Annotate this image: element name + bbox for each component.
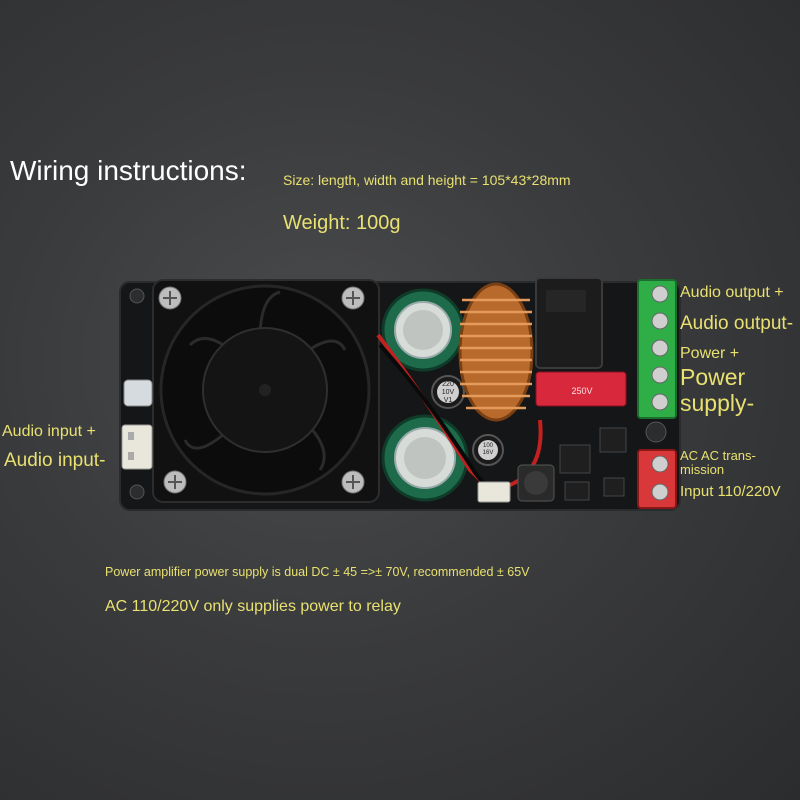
ac-transmission-label: AC AC trans- mission	[680, 449, 756, 477]
capacitor-print-text: V1	[444, 397, 453, 404]
toroid-inductor	[458, 282, 534, 422]
fan-wire-red	[509, 419, 543, 487]
power-supply-line1: Power	[680, 364, 746, 390]
power-plus-label: Power +	[680, 345, 740, 362]
input-capacitor	[123, 379, 153, 407]
ac-terminal-block	[637, 449, 677, 509]
filter-capacitor	[381, 288, 465, 372]
ac-transmission-line2: mission	[680, 462, 725, 477]
box-capacitor	[535, 371, 627, 407]
page-title: Wiring instructions:	[10, 155, 247, 186]
fan-screw	[341, 286, 365, 310]
small-capacitor	[431, 375, 465, 409]
smd-chip	[603, 477, 625, 497]
ac-transmission-line1: AC AC trans-	[680, 448, 756, 463]
smd-inductor	[517, 464, 555, 502]
smd-chip	[559, 444, 591, 474]
smd-chip	[564, 481, 590, 501]
smd-chip	[599, 427, 627, 453]
audio-input-minus-label: Audio input-	[4, 450, 106, 471]
relay-capacitor-print-text: 250V	[571, 386, 592, 396]
audio-input-connector	[121, 424, 153, 470]
small-capacitor-print-text: 16V	[483, 450, 494, 456]
capacitor-print-text: 10V	[442, 389, 455, 396]
fan-connector	[477, 481, 511, 503]
mounting-hole	[645, 421, 667, 443]
small-capacitor	[472, 434, 504, 466]
ac-relay-note: AC 110/220V only supplies power to relay	[105, 598, 401, 615]
power-supply-minus-label: Power supply-	[680, 364, 754, 416]
relay	[535, 277, 603, 369]
fan-screw	[163, 470, 187, 494]
power-supply-line2: supply-	[680, 390, 755, 416]
audio-output-plus-label: Audio output +	[680, 284, 784, 301]
weight-spec: Weight: 100g	[283, 212, 401, 234]
size-spec: Size: length, width and height = 105*43*…	[283, 172, 571, 188]
capacitor-print-text: 220	[442, 381, 454, 388]
mounting-hole	[129, 484, 145, 500]
fan-screw	[341, 470, 365, 494]
audio-output-minus-label: Audio output-	[680, 313, 794, 334]
filter-capacitor	[381, 414, 469, 502]
mounting-hole	[129, 288, 145, 304]
output-terminal-block	[637, 279, 677, 419]
power-supply-note: Power amplifier power supply is dual DC …	[105, 565, 530, 579]
fan-screw	[158, 286, 182, 310]
small-capacitor-print-text: 100	[483, 443, 494, 449]
audio-input-plus-label: Audio input +	[2, 423, 96, 440]
cooling-fan	[152, 279, 380, 503]
ac-input-label: Input 110/220V	[680, 483, 781, 500]
